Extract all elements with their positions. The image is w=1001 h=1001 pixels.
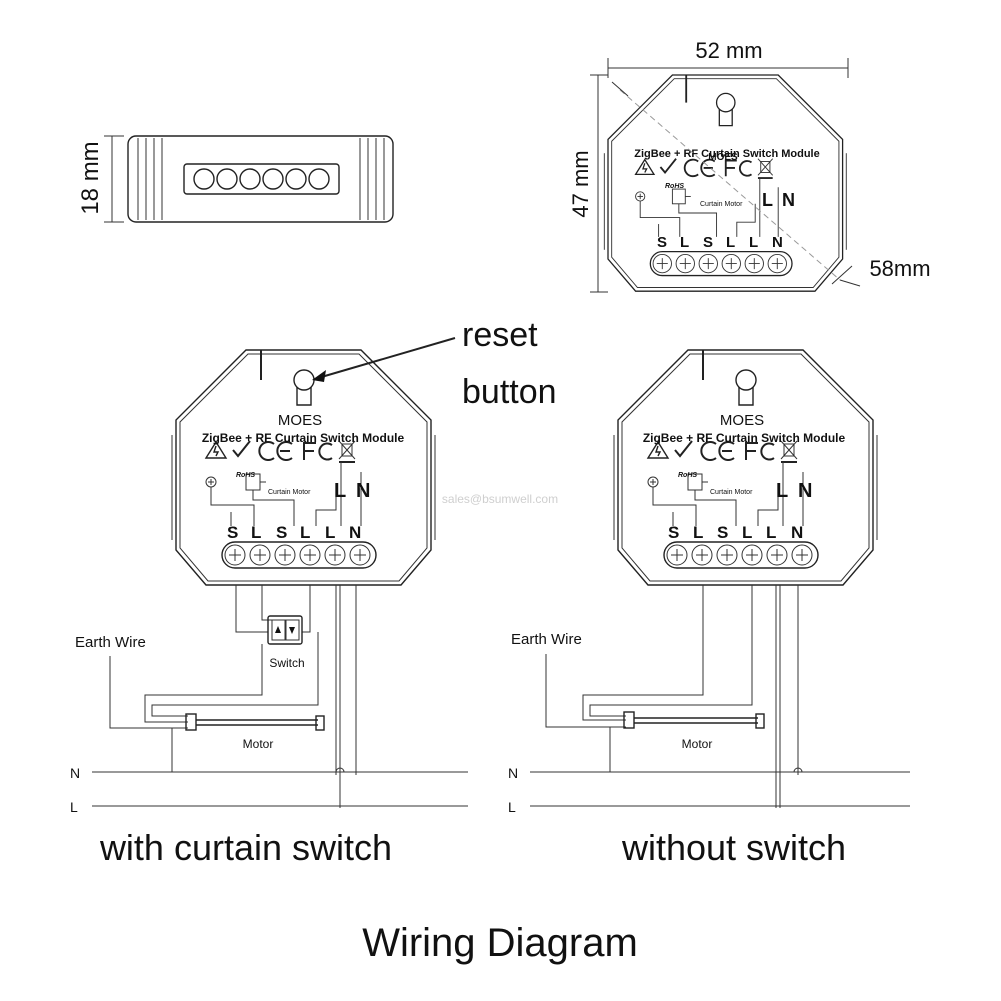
module-title-right: ZigBee + RF Curtain Switch Module (643, 431, 846, 445)
terminal-l-out2: L (680, 234, 689, 251)
module-title: ZigBee + RF Curtain Switch Module (634, 148, 820, 160)
wiring-with-switch: MOES ZigBee + RF Curtain Switch Module C… (70, 349, 468, 868)
watermark: sales@bsumwell.com (442, 492, 558, 506)
terminal-labels-left: S L S L L N (227, 523, 361, 542)
terminal-n-right: N (791, 523, 803, 542)
terminal-l-label: L (762, 190, 773, 210)
terminal-l-left: L (325, 523, 335, 542)
live-label-left: L (70, 799, 78, 815)
terminal-s1-left: S (276, 523, 287, 542)
terminal-l-label-right: L (776, 480, 788, 502)
terminal-s1-right: S (717, 523, 728, 542)
terminal-n-label: N (782, 190, 795, 210)
module-title-left: ZigBee + RF Curtain Switch Module (202, 431, 405, 445)
motor-label-right: Motor (682, 737, 713, 751)
side-view: 18 mm (77, 135, 394, 223)
width-dimension: 52 mm (695, 38, 762, 63)
rohs-label: RoHS (665, 183, 684, 190)
caption-with-switch: with curtain switch (99, 827, 392, 868)
depth-dimension: 18 mm (77, 141, 104, 214)
terminal-l2-right: L (693, 523, 703, 542)
brand-logo: MOES (708, 152, 738, 163)
live-label-right: L (508, 799, 516, 815)
terminal-l1-left: L (300, 523, 310, 542)
page-title: Wiring Diagram (362, 921, 638, 965)
neutral-label-left: N (70, 765, 80, 781)
brand-logo-left: MOES (278, 412, 322, 429)
button-label: button (462, 373, 557, 411)
curtain-motor-label-right: Curtain Motor (710, 489, 753, 496)
diagonal-dimension: 58mm (869, 256, 930, 281)
caption-without-switch: without switch (621, 827, 846, 868)
brand-logo-right: MOES (720, 412, 764, 429)
terminal-labels: S L S L L N (657, 234, 783, 251)
rohs-label-left: RoHS (236, 472, 255, 479)
switch-label: Switch (269, 656, 304, 670)
earth-wire-label-left: Earth Wire (75, 634, 146, 651)
terminal-l2-left: L (251, 523, 261, 542)
terminal-s2-right: S (668, 523, 679, 542)
terminal-s2: S (657, 234, 667, 251)
terminal-l-label-left: L (334, 480, 346, 502)
terminal-l-out1: L (726, 234, 735, 251)
terminal-s2-left: S (227, 523, 238, 542)
terminal-s1: S (703, 234, 713, 251)
curtain-motor-label: Curtain Motor (700, 201, 743, 208)
rohs-label-right: RoHS (678, 472, 697, 479)
motor-label-left: Motor (243, 737, 274, 751)
terminal-n-left: N (349, 523, 361, 542)
terminal-n-label-left: N (356, 480, 370, 502)
wiring-without-switch: MOES ZigBee + RF Curtain Switch Module C… (508, 349, 910, 868)
terminal-labels-right: S L S L L N (668, 523, 803, 542)
terminal-l1-right: L (742, 523, 752, 542)
height-dimension: 47 mm (568, 150, 593, 217)
dimension-view: MOES ZigBee + RF Curtain Switch Module C… (568, 38, 931, 293)
reset-label: reset (462, 316, 538, 354)
terminal-l-right: L (766, 523, 776, 542)
reset-button-callout: reset button (312, 316, 557, 411)
terminal-n-label-right: N (798, 480, 812, 502)
curtain-motor-label-left: Curtain Motor (268, 489, 311, 496)
terminal-n: N (772, 234, 783, 251)
neutral-label-right: N (508, 765, 518, 781)
earth-wire-label-right: Earth Wire (511, 631, 582, 648)
terminal-l: L (749, 234, 758, 251)
